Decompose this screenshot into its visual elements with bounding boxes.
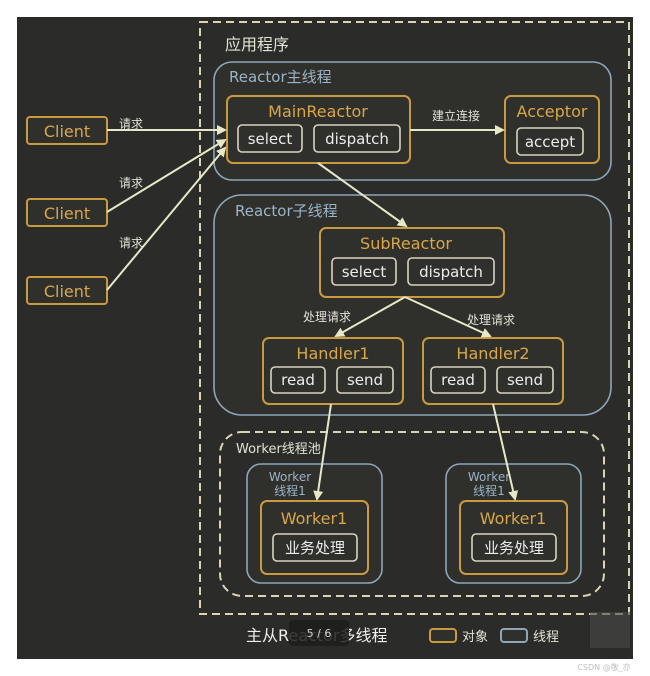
client-label-3: Client xyxy=(44,282,90,301)
handler1-read-label: read xyxy=(281,371,315,389)
legend-thread-label: 线程 xyxy=(533,630,559,645)
handle-request-label-1: 处理请求 xyxy=(303,310,351,324)
request-label-1: 请求 xyxy=(119,117,143,131)
worker1-name-right: Worker1 xyxy=(480,509,547,528)
client-label-1: Client xyxy=(44,122,90,141)
legend-object-label: 对象 xyxy=(462,630,488,645)
worker-thread-2-title-a: Worker xyxy=(468,470,510,484)
sub-reactor-select-label: select xyxy=(342,263,387,281)
worker1-task-left-label: 业务处理 xyxy=(285,539,345,557)
main-reactor-dispatch xyxy=(313,124,401,153)
main-reactor-select xyxy=(237,124,303,153)
sub-reactor-name: SubReactor xyxy=(360,234,452,253)
main-reactor-name: MainReactor xyxy=(268,102,368,121)
sub-reactor-select xyxy=(331,257,397,286)
sub-to-handler2-arrow xyxy=(404,296,492,338)
client3-request-arrow xyxy=(106,146,227,291)
client-box-2 xyxy=(26,198,108,227)
worker-thread-1-title-a: Worker xyxy=(269,470,311,484)
handler1-send-label: send xyxy=(347,371,383,389)
acceptor-accept-label: accept xyxy=(525,133,575,151)
worker1-task-right xyxy=(471,533,557,562)
worker1-task-right-label: 业务处理 xyxy=(484,539,544,557)
request-label-3: 请求 xyxy=(119,236,143,250)
blur-artifact xyxy=(590,612,630,648)
handler2-read-label: read xyxy=(441,371,475,389)
page-badge xyxy=(289,620,349,646)
sub-thread-title: Reactor子线程 xyxy=(235,202,338,220)
handler1-read xyxy=(270,366,326,394)
handler2-to-worker-arrow xyxy=(492,403,519,501)
connect-label: 建立连接 xyxy=(432,108,480,123)
app-boundary-title: 应用程序 xyxy=(225,35,289,54)
app-boundary xyxy=(199,21,630,615)
main-to-sub-arrow xyxy=(317,162,408,228)
legend-object-swatch xyxy=(429,628,457,643)
handler2-send xyxy=(496,366,554,394)
handler1-to-worker-arrow xyxy=(313,403,332,501)
main-thread-title: Reactor主线程 xyxy=(229,68,332,86)
watermark: CSDN @敬_亦 xyxy=(577,662,630,672)
client2-request-arrow xyxy=(106,138,227,213)
handler1-send xyxy=(336,366,394,394)
handle-request-label-2: 处理请求 xyxy=(467,313,515,327)
main-reactor-dispatch-label: dispatch xyxy=(325,130,389,148)
main-reactor-select-label: select xyxy=(248,130,293,148)
worker1-task-left xyxy=(272,533,358,562)
handler2-send-label: send xyxy=(507,371,543,389)
worker-pool-title: Worker线程池 xyxy=(236,442,321,457)
sub-reactor-dispatch xyxy=(407,257,495,286)
handler2-read xyxy=(430,366,486,394)
worker-thread-2-title-b: 线程1 xyxy=(473,483,505,498)
handler1-name: Handler1 xyxy=(296,344,369,363)
request-label-2: 请求 xyxy=(119,176,143,190)
legend-thread-swatch xyxy=(500,628,528,643)
worker1-name-left: Worker1 xyxy=(281,509,348,528)
sub-to-handler1-arrow xyxy=(334,296,406,337)
sub-reactor-dispatch-label: dispatch xyxy=(419,263,483,281)
client-box-3 xyxy=(26,276,108,305)
handler2-name: Handler2 xyxy=(456,344,529,363)
acceptor-name: Acceptor xyxy=(517,102,588,121)
acceptor-accept xyxy=(516,127,584,156)
worker-thread-1-title-b: 线程1 xyxy=(274,483,306,498)
client-label-2: Client xyxy=(44,204,90,223)
worker-pool-box xyxy=(219,431,605,597)
page-badge-label: 5 / 6 xyxy=(307,627,332,640)
